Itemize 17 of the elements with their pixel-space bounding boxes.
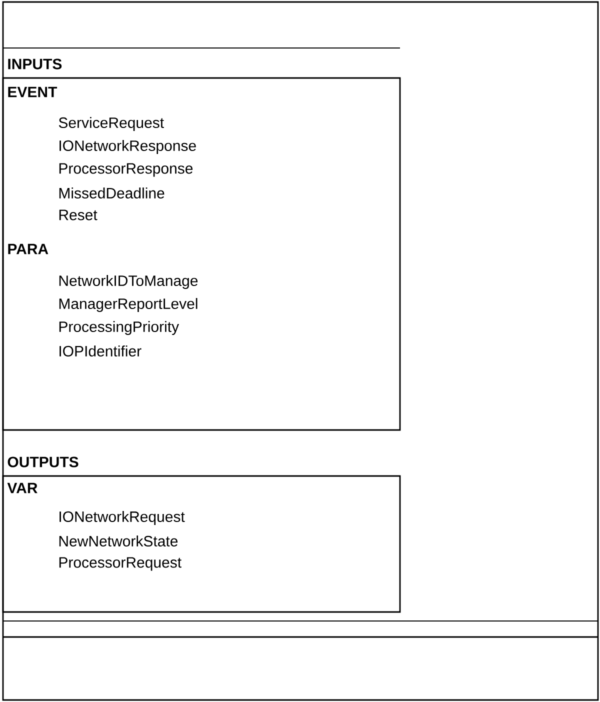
list-item: MissedDeadline xyxy=(59,188,164,198)
section-heading: EVENT xyxy=(8,86,58,98)
section-heading: VAR xyxy=(7,482,38,494)
list-item: Reset xyxy=(59,210,98,220)
list-item: IONetworkResponse xyxy=(60,140,196,154)
list-item: ProcessorResponse xyxy=(59,163,193,177)
list-item: NewNetworkState xyxy=(59,536,178,546)
section-heading: PARA xyxy=(8,244,48,254)
section-heading: OUTPUTS xyxy=(8,456,78,468)
list-item: ServiceRequest xyxy=(58,117,164,131)
list-item: NetworkIDToManage xyxy=(59,275,198,289)
list-item: IONetworkRequest xyxy=(60,511,185,525)
list-item: IOPIdentifier xyxy=(60,346,142,356)
section-heading: INPUTS xyxy=(8,58,62,70)
list-item: ManagerReportLevel xyxy=(59,298,198,312)
list-item: ProcessorRequest xyxy=(59,557,182,571)
list-item: ProcessingPriority xyxy=(59,321,180,335)
